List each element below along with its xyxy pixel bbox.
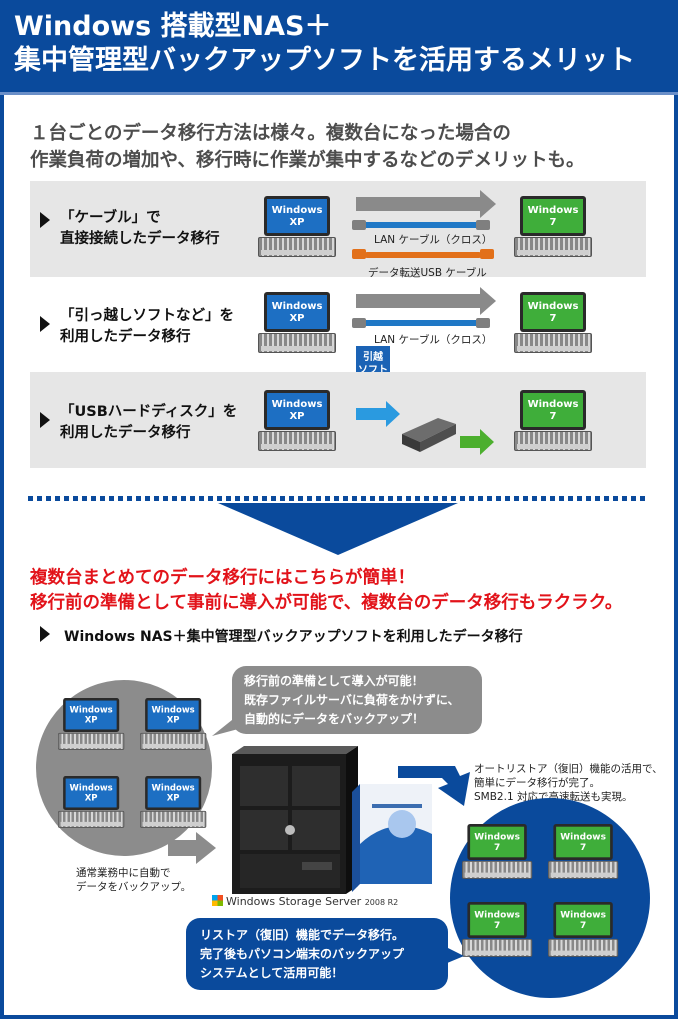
laptop-win7: Windows 7 bbox=[514, 196, 592, 260]
plug-icon bbox=[476, 318, 490, 328]
lan-cable-icon bbox=[362, 320, 480, 326]
laptop-screen-label: Windows 7 bbox=[523, 295, 583, 329]
header-title-line1: Windows 搭載型NAS＋ bbox=[14, 11, 332, 42]
laptop-screen-label: Windows 7 bbox=[523, 393, 583, 427]
info-bubble-restore: リストア（復旧）機能でデータ移行。 完了後もパソコン端末のバックアップ システム… bbox=[186, 918, 448, 990]
bubble-tail-icon bbox=[440, 944, 464, 966]
laptop-xp: Windows XP bbox=[58, 698, 125, 752]
windows-storage-server-logo: Windows Storage Server 2008 R2 bbox=[212, 895, 398, 908]
windows-flag-icon bbox=[212, 895, 223, 906]
laptop-screen-label: Windows XP bbox=[267, 295, 327, 329]
transfer-arrow-icon bbox=[356, 190, 496, 218]
laptop-screen-label: Windows XP bbox=[147, 700, 199, 730]
bullet-triangle-icon bbox=[40, 412, 50, 428]
bullet-triangle-icon bbox=[40, 626, 50, 642]
laptop-screen-label: Windows XP bbox=[147, 778, 199, 808]
bullet-triangle-icon bbox=[40, 316, 50, 332]
down-arrow-icon bbox=[218, 503, 458, 555]
method-label-cable: 「ケーブル」で 直接接続したデータ移行 bbox=[60, 210, 220, 247]
laptop-screen-label: Windows XP bbox=[267, 199, 327, 233]
laptop-xp: Windows XP bbox=[258, 292, 336, 356]
laptop-xp: Windows XP bbox=[140, 698, 207, 752]
laptop-screen-label: Windows 7 bbox=[556, 904, 611, 936]
page-header: Windows 搭載型NAS＋ 集中管理型バックアップソフトを活用するメリット bbox=[0, 0, 678, 92]
note-auto-backup: 通常業務中に自動で データをバックアップ。 bbox=[76, 867, 192, 893]
backup-software-box-icon bbox=[352, 784, 432, 892]
laptop-screen-label: Windows 7 bbox=[470, 826, 525, 858]
laptop-screen-label: Windows 7 bbox=[470, 904, 525, 936]
method-label-usb-hdd: 「USBハードディスク」を 利用したデータ移行 bbox=[60, 404, 238, 441]
intro-line1: １台ごとのデータ移行方法は様々。複数台になった場合の bbox=[30, 123, 511, 144]
laptop-xp: Windows XP bbox=[258, 390, 336, 454]
laptop-screen-label: Windows XP bbox=[65, 778, 117, 808]
header-title-line2: 集中管理型バックアップソフトを活用するメリット bbox=[14, 45, 635, 76]
usb-plug-icon bbox=[352, 249, 366, 259]
laptop-win7: Windows 7 bbox=[514, 292, 592, 356]
header-divider bbox=[0, 92, 678, 95]
cable-label-lan: LAN ケーブル（クロス） bbox=[374, 334, 493, 346]
usb-cable-icon bbox=[364, 252, 482, 258]
nas-device-icon bbox=[232, 746, 358, 894]
laptop-xp: Windows XP bbox=[140, 776, 207, 830]
laptop-screen-label: Windows XP bbox=[65, 700, 117, 730]
laptop-win7: Windows 7 bbox=[548, 824, 619, 882]
intro-text: １台ごとのデータ移行方法は様々。複数台になった場合の 作業負荷の増加や、移行時に… bbox=[30, 120, 650, 174]
laptop-win7: Windows 7 bbox=[548, 902, 619, 960]
laptop-xp: Windows XP bbox=[258, 196, 336, 260]
lan-cable-icon bbox=[362, 222, 480, 228]
dotted-divider bbox=[28, 496, 648, 501]
note-auto-restore: オートリストア（復旧）機能の活用で、 簡単にデータ移行が完了。 SMB2.1 対… bbox=[474, 763, 663, 803]
backup-arrow-icon bbox=[168, 832, 216, 864]
laptop-screen-label: Windows 7 bbox=[523, 199, 583, 233]
bubble-tail-icon bbox=[212, 712, 242, 736]
laptop-win7: Windows 7 bbox=[462, 902, 533, 960]
laptop-xp: Windows XP bbox=[58, 776, 125, 830]
usb-hdd-transfer-icon bbox=[356, 401, 494, 455]
restore-arrow-icon bbox=[398, 766, 470, 806]
cable-label-lan: LAN ケーブル（クロス） bbox=[374, 234, 493, 246]
method-label-software: 「引っ越しソフトなど」を 利用したデータ移行 bbox=[60, 308, 234, 345]
plug-icon bbox=[352, 318, 366, 328]
laptop-screen-label: Windows 7 bbox=[556, 826, 611, 858]
transfer-arrow-icon bbox=[356, 287, 496, 315]
plug-icon bbox=[352, 220, 366, 230]
solution-subtitle: Windows NAS＋集中管理型バックアップソフトを利用したデータ移行 bbox=[64, 629, 523, 645]
laptop-win7: Windows 7 bbox=[514, 390, 592, 454]
laptop-screen-label: Windows XP bbox=[267, 393, 327, 427]
solution-headline: 複数台まとめてのデータ移行にはこちらが簡単！ 移行前の準備として事前に導入が可能… bbox=[30, 568, 623, 613]
plug-icon bbox=[476, 220, 490, 230]
laptop-win7: Windows 7 bbox=[462, 824, 533, 882]
intro-line2: 作業負荷の増加や、移行時に作業が集中するなどのデメリットも。 bbox=[30, 150, 585, 171]
cable-label-usb: データ転送USB ケーブル bbox=[368, 267, 487, 279]
bullet-triangle-icon bbox=[40, 212, 50, 228]
usb-plug-icon bbox=[480, 249, 494, 259]
info-bubble-preparation: 移行前の準備として導入が可能！ 既存ファイルサーバに負荷をかけずに、 自動的にデ… bbox=[232, 666, 482, 734]
